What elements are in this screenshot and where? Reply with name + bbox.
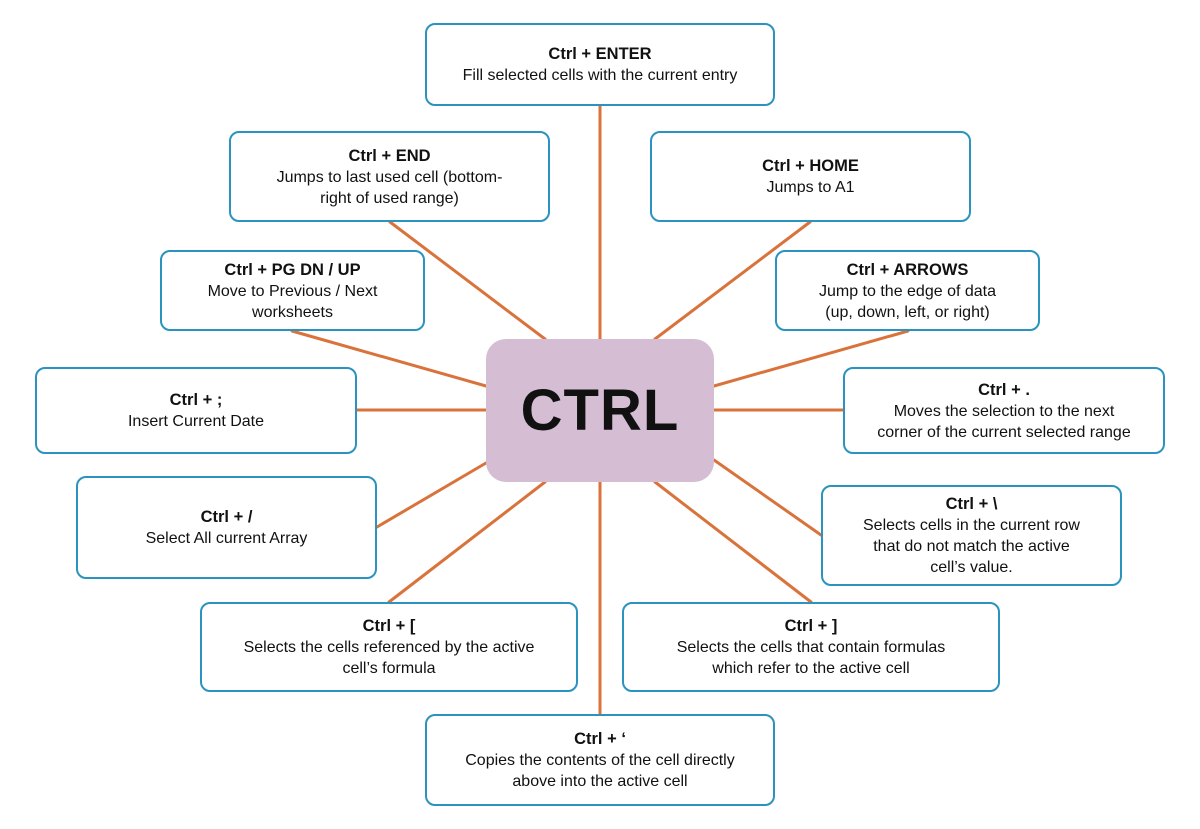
shortcut-desc-line: worksheets bbox=[252, 303, 333, 321]
shortcut-desc-line: Fill selected cells with the current ent… bbox=[462, 67, 738, 84]
shortcut-key: Ctrl + ] bbox=[784, 617, 838, 635]
shortcut-desc-line: Moves the selection to the next bbox=[893, 402, 1115, 420]
shortcut-desc-line: right of used range) bbox=[320, 189, 459, 207]
shortcut-ctrl-arrows: Ctrl + ARROWS Jump to the edge of data (… bbox=[775, 250, 1040, 331]
connector-arrows bbox=[712, 329, 910, 388]
shortcut-key: Ctrl + ENTER bbox=[548, 45, 652, 63]
shortcut-ctrl-home: Ctrl + HOME Jumps to A1 bbox=[650, 131, 971, 222]
shortcut-desc-line: (up, down, left, or right) bbox=[825, 303, 990, 321]
shortcut-desc-line: Jumps to A1 bbox=[766, 179, 855, 196]
connector-home bbox=[653, 220, 812, 341]
shortcut-desc-line: Jump to the edge of data bbox=[818, 282, 996, 300]
shortcut-desc-line: Copies the contents of the cell directly bbox=[465, 752, 735, 769]
connector-slash bbox=[375, 461, 488, 529]
shortcut-ctrl-pgdn-up: Ctrl + PG DN / UP Move to Previous / Nex… bbox=[160, 250, 425, 331]
shortcut-desc-line: cell’s value. bbox=[930, 559, 1013, 576]
shortcut-ctrl-right-bracket: Ctrl + ] Selects the cells that contain … bbox=[622, 602, 1000, 692]
center-label: CTRL bbox=[520, 378, 680, 443]
shortcut-key: Ctrl + HOME bbox=[762, 157, 859, 175]
shortcut-ctrl-end: Ctrl + END Jumps to last used cell (bott… bbox=[229, 131, 550, 222]
center-ctrl-node: CTRL bbox=[486, 339, 714, 482]
shortcut-key: Ctrl + ARROWS bbox=[846, 260, 969, 279]
connector-bslash bbox=[712, 458, 823, 537]
shortcut-desc-line: Insert Current Date bbox=[127, 413, 265, 430]
shortcut-key: Ctrl + \ bbox=[945, 495, 998, 513]
shortcut-ctrl-period: Ctrl + . Moves the selection to the next… bbox=[843, 367, 1165, 454]
shortcut-desc-line: cell’s formula bbox=[342, 660, 436, 677]
shortcut-ctrl-quote: Ctrl + ‘ Copies the contents of the cell… bbox=[425, 714, 775, 806]
shortcut-ctrl-semicolon: Ctrl + ; Insert Current Date bbox=[35, 367, 357, 454]
shortcut-key: Ctrl + [ bbox=[362, 617, 416, 635]
shortcut-ctrl-enter: Ctrl + ENTER Fill selected cells with th… bbox=[425, 23, 775, 106]
connector-end bbox=[388, 220, 547, 341]
shortcut-desc-line: which refer to the active cell bbox=[712, 660, 910, 677]
shortcut-key: Ctrl + END bbox=[348, 146, 431, 165]
shortcut-key: Ctrl + . bbox=[978, 380, 1030, 399]
shortcut-desc-line: Jumps to last used cell (bottom- bbox=[276, 168, 503, 186]
shortcut-desc-line: Selects the cells referenced by the acti… bbox=[243, 639, 535, 656]
shortcut-ctrl-slash: Ctrl + / Select All current Array bbox=[76, 476, 377, 579]
shortcut-desc-line: Selects the cells that contain formulas bbox=[676, 639, 946, 656]
shortcut-desc-line: Select All current Array bbox=[145, 530, 308, 547]
shortcut-desc-line: above into the active cell bbox=[512, 773, 688, 790]
shortcut-desc-line: Selects cells in the current row bbox=[863, 517, 1080, 534]
shortcut-key: Ctrl + / bbox=[200, 508, 253, 526]
shortcut-desc-line: corner of the current selected range bbox=[877, 423, 1131, 441]
shortcut-ctrl-backslash: Ctrl + \ Selects cells in the current ro… bbox=[821, 485, 1122, 586]
shortcut-desc-line: that do not match the active bbox=[873, 538, 1070, 555]
connector-pgdn bbox=[290, 329, 488, 388]
connector-lbr bbox=[387, 480, 547, 604]
shortcut-key: Ctrl + ; bbox=[169, 391, 223, 409]
connector-rbr bbox=[653, 480, 813, 604]
shortcut-key: Ctrl + PG DN / UP bbox=[224, 260, 361, 279]
shortcut-key: Ctrl + ‘ bbox=[574, 730, 626, 748]
shortcut-desc-line: Move to Previous / Next bbox=[207, 282, 378, 300]
shortcut-ctrl-left-bracket: Ctrl + [ Selects the cells referenced by… bbox=[200, 602, 578, 692]
